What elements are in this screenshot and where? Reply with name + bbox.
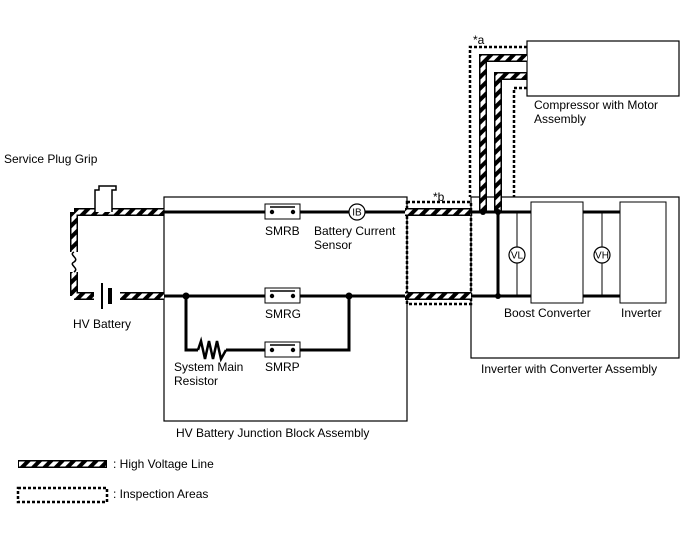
inspection-area-a — [468, 45, 527, 197]
battery-current-sensor-label-2: Sensor — [314, 238, 352, 252]
inverter-dot-2 — [495, 209, 501, 215]
boost-converter-label: Boost Converter — [504, 306, 591, 320]
legend-high-voltage-label: : High Voltage Line — [113, 457, 214, 471]
hv-battery-symbol — [101, 283, 112, 309]
ib-label: IB — [352, 208, 362, 219]
relay-smrp — [264, 341, 301, 358]
system-main-resistor-symbol — [196, 336, 228, 363]
battery-current-sensor-label-1: Battery Current — [314, 224, 396, 238]
smrb-label: SMRB — [265, 224, 300, 238]
vh-label: VH — [595, 251, 609, 262]
battery-current-sensor-symbol — [348, 203, 366, 221]
compressor-label-1: Compressor with Motor — [534, 98, 658, 112]
smrp-label: SMRP — [265, 360, 300, 374]
inverter-dot-3 — [495, 293, 501, 299]
junction-block-box — [163, 196, 408, 422]
high-voltage-lines — [70, 54, 527, 300]
junction-dot-right — [345, 292, 353, 300]
inverter-assembly-label: Inverter with Converter Assembly — [481, 362, 657, 376]
system-main-resistor-label-2: Resistor — [174, 374, 218, 388]
vh-voltmeter — [593, 212, 611, 296]
relay-smrb — [264, 203, 301, 220]
junction-dot-left — [182, 292, 190, 300]
service-plug-grip-symbol — [71, 185, 117, 273]
boost-converter-box — [530, 201, 584, 304]
inverter-assembly-box — [470, 196, 680, 359]
inverter-dot-1 — [480, 209, 486, 215]
relay-smrg — [264, 287, 301, 304]
system-main-resistor-label-1: System Main — [174, 360, 243, 374]
hv-battery-label: HV Battery — [73, 317, 131, 331]
vl-label: VL — [511, 251, 524, 262]
inspection-area-b — [405, 200, 473, 306]
mark-a-label: *a — [473, 33, 485, 47]
compressor-label-2: Assembly — [534, 112, 586, 126]
mark-b-label: *b — [433, 190, 445, 204]
inverter-box — [619, 201, 667, 304]
smrg-label: SMRG — [265, 307, 301, 321]
compressor-box — [526, 40, 680, 97]
legend-inspection-label: : Inspection Areas — [113, 487, 208, 501]
service-plug-grip-label: Service Plug Grip — [4, 152, 98, 166]
legend-inspection-swatch — [16, 486, 109, 504]
junction-block-label: HV Battery Junction Block Assembly — [176, 426, 369, 440]
inverter-label: Inverter — [621, 306, 662, 320]
vl-voltmeter — [508, 212, 526, 296]
